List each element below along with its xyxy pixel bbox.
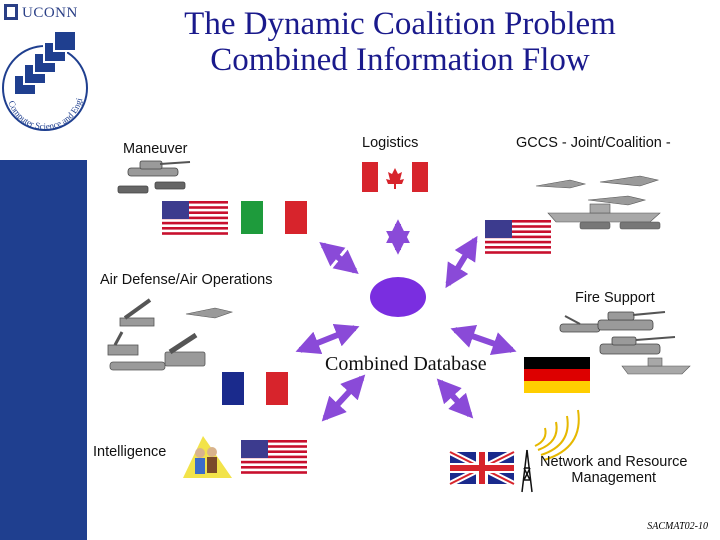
network-line-1: Network and Resource bbox=[540, 454, 688, 470]
arrow-intelligence bbox=[321, 374, 366, 422]
arrow-fire-support bbox=[450, 325, 517, 355]
page-title: The Dynamic Coalition Problem Combined I… bbox=[100, 6, 700, 78]
title-line-2: Combined Information Flow bbox=[210, 42, 590, 78]
network-line-2: Management bbox=[571, 470, 657, 486]
uconn-logo-text: UCONN bbox=[22, 5, 78, 21]
arrow-air-defense bbox=[295, 323, 360, 355]
tank-icon bbox=[559, 311, 676, 355]
node-air-defense: Air Defense/Air Operations bbox=[100, 272, 273, 288]
tank-icon bbox=[117, 160, 191, 194]
arrow-maneuver bbox=[319, 241, 359, 275]
arrow-gccs bbox=[445, 235, 478, 289]
spy-icon bbox=[183, 436, 232, 478]
node-network: Network and Resource Management bbox=[540, 454, 688, 486]
uconn-logo-icon: Computer Science and Engineering bbox=[0, 0, 88, 131]
node-intelligence: Intelligence bbox=[93, 444, 167, 460]
ship-icon bbox=[621, 357, 691, 375]
arrow-network bbox=[436, 378, 474, 419]
us-flag-icon bbox=[162, 201, 228, 235]
canada-flag-icon bbox=[362, 162, 428, 192]
missile-launcher-icon bbox=[107, 298, 206, 371]
ship-icon bbox=[547, 203, 661, 230]
germany-flag-icon bbox=[524, 357, 590, 393]
jet-icon bbox=[185, 307, 234, 319]
node-maneuver: Maneuver bbox=[123, 141, 188, 157]
us-flag-icon bbox=[241, 440, 307, 474]
france-flag-icon bbox=[222, 372, 288, 405]
combined-database-label: Combined Database bbox=[325, 353, 487, 375]
slide-id: SACMAT02-10 bbox=[647, 521, 708, 532]
title-line-1: The Dynamic Coalition Problem bbox=[184, 6, 616, 42]
radio-tower-icon bbox=[521, 409, 580, 493]
italy-flag-icon bbox=[241, 201, 307, 234]
combined-database-node bbox=[370, 277, 426, 317]
logo-panel: Computer Science and Engineering UCONN bbox=[0, 0, 90, 160]
jet-icon bbox=[535, 175, 660, 206]
node-logistics: Logistics bbox=[362, 135, 419, 151]
us-flag-icon bbox=[485, 220, 551, 254]
uk-flag-icon bbox=[448, 449, 516, 487]
node-gccs: GCCS - Joint/Coalition - bbox=[516, 135, 671, 151]
node-fire-support: Fire Support bbox=[575, 290, 655, 306]
